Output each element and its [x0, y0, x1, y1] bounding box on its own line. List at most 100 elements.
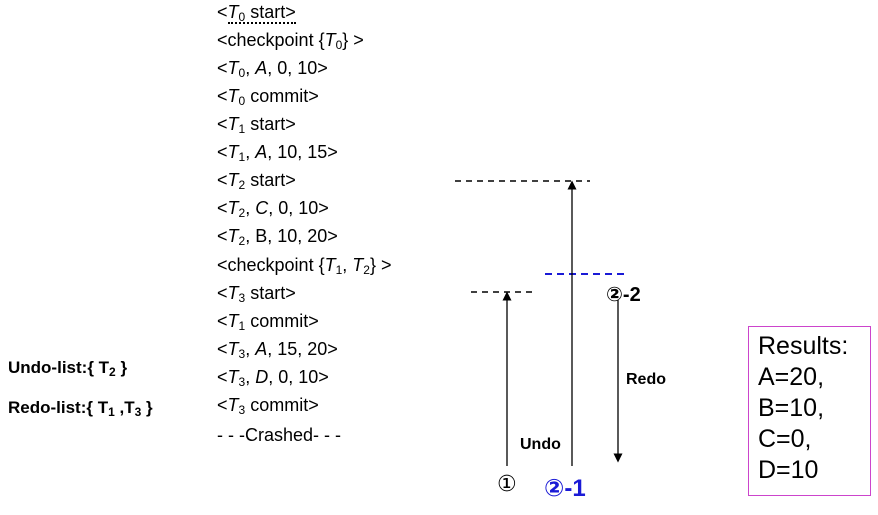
log-text: commit> [245, 86, 319, 106]
log-text: , 0, 10> [267, 58, 328, 78]
log-text: } > [369, 255, 392, 275]
log-text: 3 [238, 347, 246, 361]
log-text: 1 [238, 319, 246, 333]
log-text: - - -Crashed- - - [217, 425, 342, 445]
log-text: , [245, 142, 256, 162]
log-text: < [217, 58, 228, 78]
log-text: <checkpoint { [217, 255, 325, 275]
results-line: C=0, [758, 425, 812, 453]
redo-list-text: ,T [114, 398, 135, 417]
log-text: 0 [238, 66, 246, 80]
log-line-t3-d-update: <T3, D, 0, 10> [217, 366, 329, 388]
log-line-t2-c-update: <T2, C, 0, 10> [217, 197, 329, 219]
log-text: D [255, 367, 269, 387]
log-text: 1 [238, 150, 246, 164]
log-text: T [227, 170, 239, 190]
log-text: <checkpoint { [217, 30, 325, 50]
log-text: T [227, 142, 239, 162]
marker-1: ① [497, 471, 517, 496]
log-text: 3 [238, 291, 246, 305]
log-text: 2 [238, 234, 246, 248]
results-title: Results: [758, 332, 849, 360]
log-line-crashed: - - -Crashed- - - [217, 424, 341, 446]
log-text: < [217, 339, 228, 359]
dotted-underline: T0 start> [227, 2, 296, 24]
log-text: , [245, 339, 256, 359]
log-text: T [227, 367, 239, 387]
log-text: start> [245, 114, 296, 134]
log-text: A [255, 339, 268, 359]
log-text: 2 [363, 263, 370, 277]
log-text: A [255, 142, 268, 162]
log-text: C [255, 198, 269, 218]
log-text: < [217, 395, 228, 415]
log-text: , 0, 10> [268, 367, 329, 387]
log-line-checkpoint-t0: <checkpoint {T0} > [217, 29, 364, 51]
log-text: T [227, 2, 239, 22]
log-text: T [227, 58, 239, 78]
redo-list-text: } [141, 398, 153, 417]
log-text: T [227, 226, 239, 246]
redo-list: Redo-list:{ T1 ,T3 } [8, 398, 153, 418]
log-line-t0-commit: <T0 commit> [217, 85, 319, 107]
log-line-t3-a-update: <T3, A, 15, 20> [217, 338, 338, 360]
redo-list-text: 1 [108, 405, 115, 419]
log-text: , 0, 10> [268, 198, 329, 218]
marker-2-1: ②-1 [544, 475, 586, 502]
log-line-t1-start: <T1 start> [217, 113, 296, 135]
log-text: , [342, 255, 353, 275]
log-text: < [217, 283, 228, 303]
log-text: , 15, 20> [267, 339, 338, 359]
log-text: T [227, 86, 239, 106]
log-text: , [245, 198, 256, 218]
log-text: < [217, 142, 228, 162]
log-text: < [217, 114, 228, 134]
log-text: < [217, 311, 228, 331]
log-text: 0 [335, 38, 343, 52]
log-text: , [245, 58, 256, 78]
redo-list-text: 3 [134, 405, 142, 419]
log-text: 2 [238, 178, 246, 192]
log-text: T [227, 311, 239, 331]
log-text: 0 [238, 94, 246, 108]
redo-list-text: Redo-list:{ T [8, 398, 109, 417]
undo-list: Undo-list:{ T2 } [8, 358, 127, 378]
marker-2-2: ②-2 [606, 284, 641, 306]
log-line-checkpoint-t1-t2: <checkpoint {T1, T2} > [217, 254, 392, 276]
results-box: Results: A=20, B=10, C=0, D=10 [748, 326, 871, 496]
log-text: < [217, 367, 228, 387]
undo-list-text: } [115, 358, 128, 377]
log-line-t3-commit: <T3 commit> [217, 394, 319, 416]
log-text: T [227, 114, 239, 134]
log-text: 0 [238, 10, 246, 24]
log-text: T [352, 255, 364, 275]
log-text: < [217, 2, 228, 22]
log-text: T [227, 283, 239, 303]
redo-label: Redo [626, 371, 666, 388]
log-text: 3 [238, 375, 246, 389]
log-text: 2 [238, 206, 246, 220]
log-text: , [245, 367, 256, 387]
undo-label: Undo [520, 436, 561, 453]
log-text: < [217, 226, 228, 246]
undo-list-text: Undo-list:{ T [8, 358, 110, 377]
log-line-t1-a-update: <T1, A, 10, 15> [217, 141, 338, 163]
log-text: start> [245, 283, 296, 303]
undo-list-text: 2 [109, 365, 116, 379]
log-text: T [227, 198, 239, 218]
log-text: < [217, 198, 228, 218]
log-text: 1 [335, 263, 343, 277]
log-text: < [217, 86, 228, 106]
log-text: T [227, 395, 239, 415]
log-text: 1 [238, 122, 246, 136]
log-text: commit> [245, 311, 319, 331]
log-text: , 10, 15> [267, 142, 338, 162]
log-text: A [255, 58, 268, 78]
results-line: D=10 [758, 456, 819, 484]
log-text: < [217, 170, 228, 190]
log-line-t0-start: <T0 start> [217, 1, 296, 24]
log-text: } > [342, 30, 364, 50]
log-text: , B, 10, 20> [245, 226, 338, 246]
log-text: T [324, 30, 336, 50]
